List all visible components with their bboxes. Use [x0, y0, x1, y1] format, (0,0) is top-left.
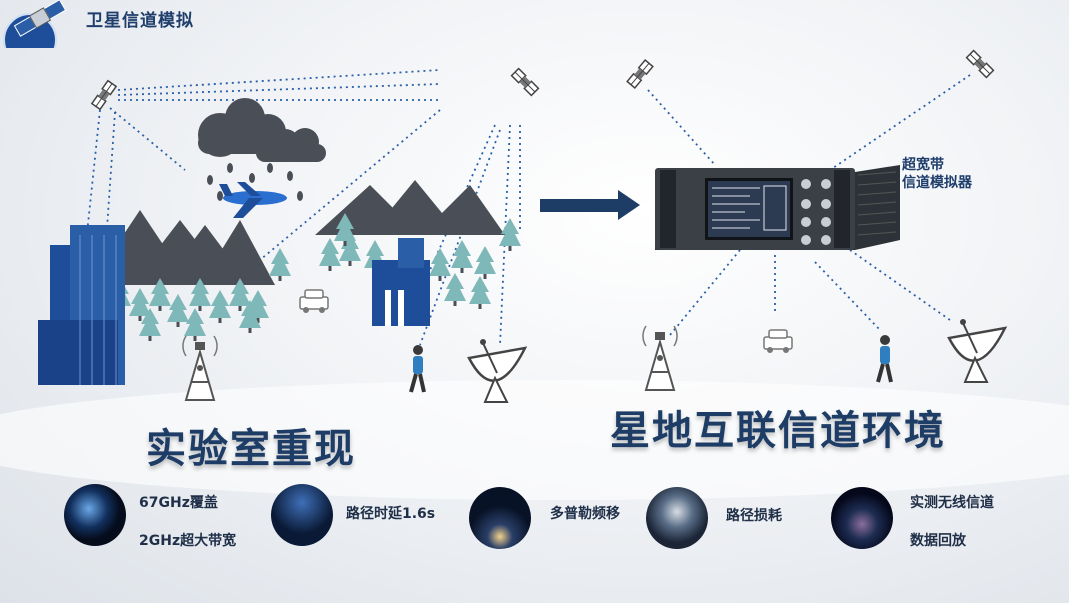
satellite-earth-icon: [3, 0, 67, 48]
channel-emulator-icon: [655, 165, 900, 250]
night-sky-icon: [271, 484, 333, 546]
vehicle-icon-right: [763, 329, 793, 354]
lab-title: 实验室重现: [146, 426, 356, 472]
satellite-icon-right-1: [626, 59, 654, 89]
page-header: 卫星信道模拟: [0, 0, 300, 48]
feature-text-line1: 路径损耗: [726, 507, 782, 524]
feature-bandwidth: 67GHz覆盖 2GHz超大带宽: [139, 490, 236, 554]
satellite-icon-left: [91, 79, 117, 111]
feature-delay: 路径时延1.6s: [346, 482, 435, 546]
satellite-icon-right-2: [965, 49, 995, 79]
feature-text-line1: 路径时延1.6s: [346, 505, 436, 522]
dish-antenna-icon-right: [947, 317, 1007, 384]
feature-text-line1: 67GHz覆盖: [139, 494, 218, 511]
storm-cloud-icon: [198, 98, 326, 201]
feature-text-line1: 多普勒频移: [550, 505, 620, 522]
pedestrian-icon-right: [876, 333, 893, 384]
device-label-line1: 超宽带: [902, 157, 944, 173]
cell-tower-icon-right: [641, 325, 679, 391]
device-label: 超宽带 信道模拟器: [902, 156, 972, 192]
airplane-icon: [219, 182, 287, 218]
feature-text-line1: 实测无线信道: [910, 494, 994, 511]
right-signal-links: [647, 74, 971, 336]
feature-path-loss: 路径损耗: [726, 484, 782, 548]
earth-night-icon: [64, 484, 126, 546]
vehicle-icon-left: [299, 289, 329, 314]
milky-way-icon: [831, 487, 893, 549]
header-title: 卫星信道模拟: [86, 11, 194, 31]
environment-title: 星地互联信道环境: [610, 408, 946, 454]
city-buildings: [38, 225, 430, 385]
dish-antenna-icon: [646, 487, 708, 549]
feature-playback: 实测无线信道 数据回放: [910, 490, 994, 554]
satellite-icon-middle: [510, 67, 540, 97]
feature-doppler: 多普勒频移: [550, 482, 620, 546]
arrow-icon: [540, 190, 640, 220]
cell-tower-icon-left: [181, 335, 219, 401]
city-lights-icon: [469, 487, 531, 549]
feature-text-line2: 2GHz超大带宽: [139, 532, 237, 549]
feature-text-line2: 数据回放: [910, 532, 966, 549]
device-label-line2: 信道模拟器: [902, 175, 972, 191]
